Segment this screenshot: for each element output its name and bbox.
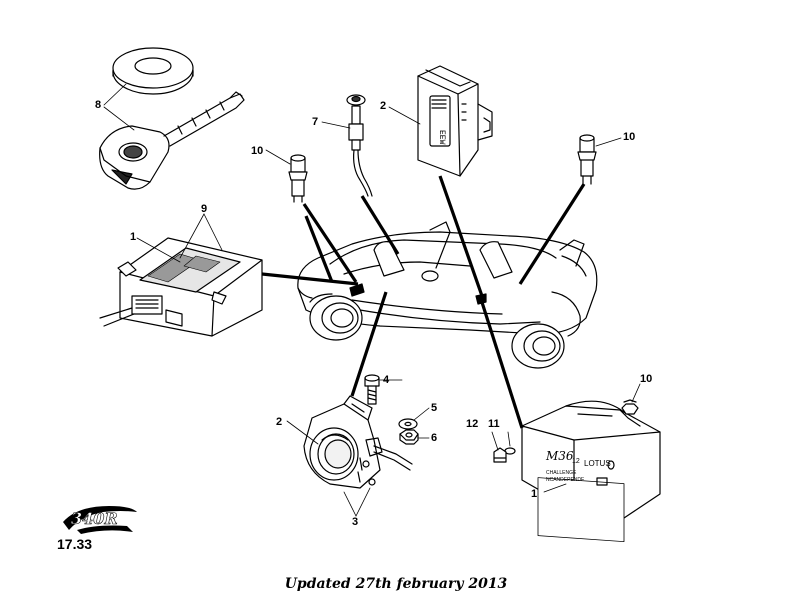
callout-washer-small: 11 bbox=[488, 418, 500, 430]
callout-bolt: 4 bbox=[383, 374, 390, 386]
battery-number-text: 12 bbox=[572, 458, 580, 465]
bolt-illustration bbox=[364, 374, 380, 405]
upper-ecu-text: EEW bbox=[437, 130, 446, 145]
callout-upper-ecu: 2 bbox=[380, 100, 387, 112]
callout-washer: 5 bbox=[431, 402, 438, 414]
washer-illustration bbox=[398, 418, 418, 430]
callout-sensor-plug: 7 bbox=[312, 116, 319, 128]
callout-nut: 6 bbox=[431, 432, 438, 444]
alarm-module-illustration bbox=[99, 237, 263, 337]
model-logo: 340R bbox=[63, 506, 137, 534]
right-door-switch-illustration bbox=[577, 134, 597, 185]
section-number: 17.33 bbox=[57, 536, 93, 552]
logo-text: 340R bbox=[71, 509, 118, 528]
callout-battery-unit: 1 bbox=[531, 488, 538, 500]
thin-leader-lines bbox=[103, 83, 641, 517]
battery-brand-text: LOTUS bbox=[584, 459, 611, 468]
battery-backup-illustration: M36 12 LOTUS CHALLENGE NCANDEPENDE bbox=[493, 399, 661, 543]
callout-left-switch: 10 bbox=[251, 145, 264, 157]
callout-alarm-module: 1 bbox=[130, 231, 137, 243]
car-illustration bbox=[297, 221, 598, 369]
nut-illustration bbox=[399, 429, 419, 445]
callout-right-switch: 10 bbox=[623, 131, 636, 143]
battery-line1-text: CHALLENGE bbox=[546, 470, 577, 476]
siren-illustration bbox=[303, 395, 413, 489]
callout-screw-small: 12 bbox=[466, 418, 479, 430]
callout-mat-pads: 9 bbox=[201, 203, 208, 215]
key-fob-illustration bbox=[99, 47, 245, 190]
updated-note: Updated 27th february 2013 bbox=[284, 576, 508, 592]
callout-siren-screws: 3 bbox=[352, 516, 359, 528]
thick-leader-lines bbox=[261, 175, 586, 429]
callout-battery-nut: 10 bbox=[640, 373, 653, 385]
upper-ecu-illustration: EEW bbox=[417, 65, 493, 177]
sensor-plug-illustration bbox=[346, 94, 373, 197]
callout-key-fob: 8 bbox=[95, 99, 102, 111]
battery-model-text: M36 bbox=[545, 449, 574, 463]
callout-siren: 2 bbox=[276, 416, 283, 428]
battery-line2-text: NCANDEPENDE bbox=[546, 477, 585, 483]
left-door-switch-illustration bbox=[288, 154, 308, 203]
